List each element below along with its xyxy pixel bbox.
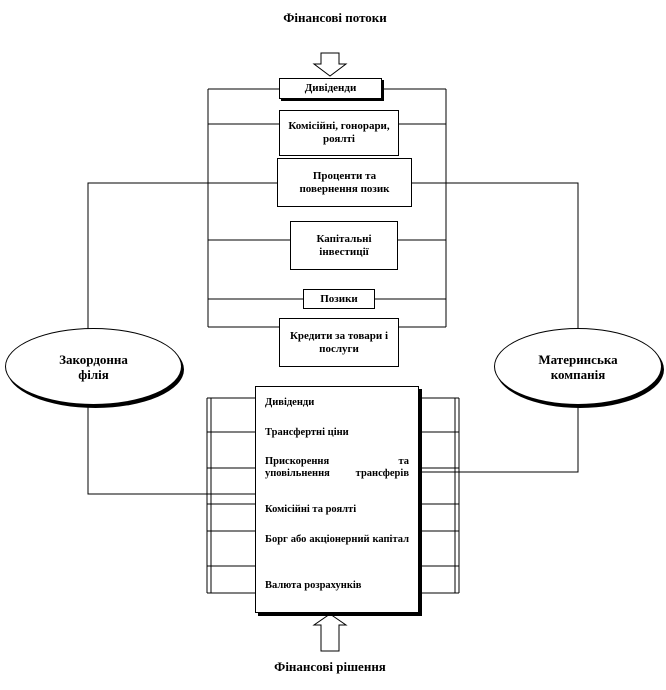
decision-item: Борг або акціонерний капітал — [265, 534, 409, 545]
top-title: Фінансові потоки — [283, 10, 387, 25]
parent-company-label: Материнська компанія — [538, 351, 618, 382]
down-arrow-icon — [312, 52, 348, 77]
up-arrow-icon — [312, 613, 348, 652]
decision-item: Валюта розрахунків — [265, 580, 362, 591]
decision-bracket-lines — [206, 397, 460, 594]
flow-box-loans: Позики — [303, 289, 375, 309]
flow-label: Дивіденди — [304, 82, 357, 94]
right-lower-connector — [418, 405, 579, 473]
bottom-title: Фінансові рішення — [274, 659, 386, 674]
decision-item: Дивіденди — [265, 397, 315, 408]
financial-decisions-box: Дивіденди Трансфертні ціни Прискорення т… — [255, 386, 419, 613]
flow-label: Комісійні, гонорари, роялті — [288, 120, 390, 145]
flow-box-interest: Проценти та повернення позик — [277, 158, 412, 207]
flow-label: Проценти та повернення позик — [299, 169, 390, 195]
flow-box-dividends: Дивіденди — [279, 78, 382, 99]
decision-item: Прискорення та уповільнення трансферів — [265, 456, 409, 479]
flow-label: Капітальні інвестиції — [316, 232, 372, 258]
decision-item: Трансфертні ціни — [265, 427, 349, 438]
parent-company-ellipse: Материнська компанія — [494, 328, 662, 405]
decision-item: Комісійні та роялті — [265, 504, 357, 515]
right-upper-connector — [412, 182, 579, 332]
left-lower-connector — [87, 405, 256, 495]
foreign-branch-ellipse: Закордонна філія — [5, 328, 182, 405]
flow-label: Кредити за товари і послуги — [289, 329, 389, 355]
flow-box-fees: Комісійні, гонорари, роялті — [279, 110, 399, 156]
flow-box-trade-credit: Кредити за товари і послуги — [279, 318, 399, 367]
flow-label: Позики — [320, 292, 358, 305]
flow-box-capital-investment: Капітальні інвестиції — [290, 221, 398, 270]
foreign-branch-label: Закордонна філія — [59, 351, 128, 382]
